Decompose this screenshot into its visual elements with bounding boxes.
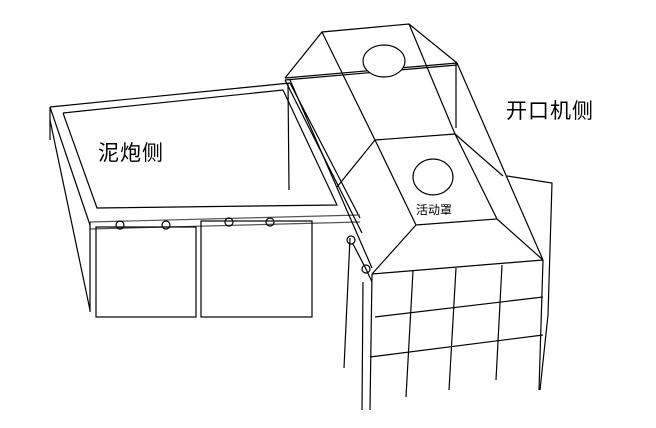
label-movable-hood: 活动罩 [416,203,453,217]
label-tapping-machine-side: 开口机侧 [506,99,594,123]
side-panel-left [95,226,197,318]
track-rollers [115,217,371,274]
label-mud-gun-side: 泥炮侧 [98,141,164,165]
movable-hood [284,23,544,275]
tapping-machine-enclosure [343,175,553,411]
side-panel-right [200,220,313,318]
